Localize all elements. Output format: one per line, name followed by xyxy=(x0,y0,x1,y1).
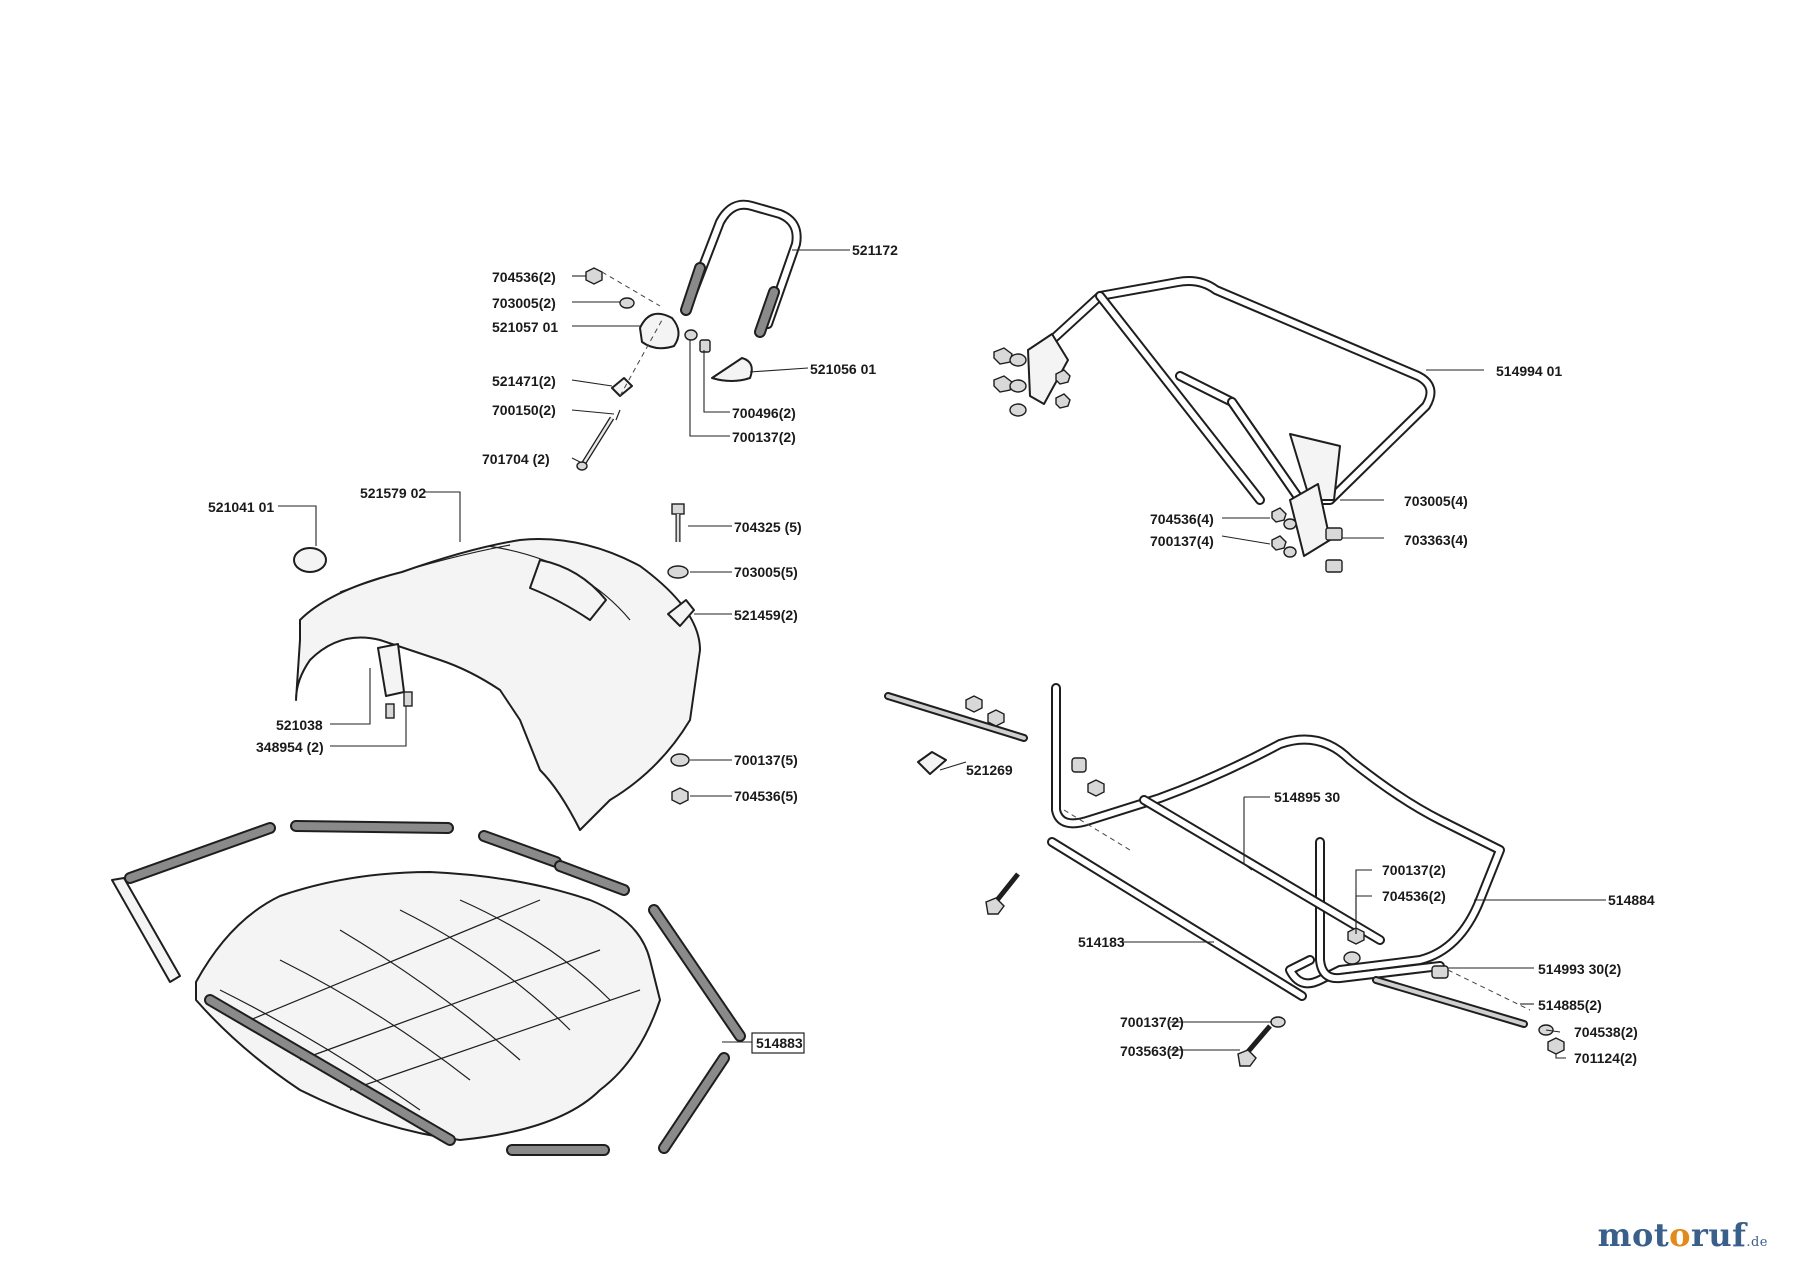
label-700137-5: 700137(5) xyxy=(734,752,798,768)
label-700137-2-bottom: 700137(2) xyxy=(1120,1014,1184,1030)
label-521056-01: 521056 01 xyxy=(810,361,876,377)
label-514884: 514884 xyxy=(1608,892,1655,908)
leaders-bottom-left xyxy=(722,1032,805,1054)
label-700137-2-top: 700137(2) xyxy=(732,429,796,445)
label-701704-2: 701704 (2) xyxy=(482,451,550,467)
grass-catcher xyxy=(111,820,746,1156)
label-701124-2: 701124(2) xyxy=(1574,1050,1637,1066)
label-700496-2: 700496(2) xyxy=(732,405,796,421)
label-700137-2-right: 700137(2) xyxy=(1382,862,1446,878)
motoruf-logo: motoruf.de xyxy=(1598,1216,1768,1254)
label-514993-30-2: 514993 30(2) xyxy=(1538,961,1621,977)
logo-tld: .de xyxy=(1746,1235,1768,1250)
label-704536-5: 704536(5) xyxy=(734,788,798,804)
label-521038: 521038 xyxy=(276,717,323,733)
leaders-top-center xyxy=(571,249,850,463)
label-514183: 514183 xyxy=(1078,934,1125,950)
catcher-frame xyxy=(884,683,1565,1067)
hood-hardware xyxy=(667,503,695,805)
label-704536-2: 704536(2) xyxy=(492,269,556,285)
label-521269: 521269 xyxy=(966,762,1013,778)
label-514994-01: 514994 01 xyxy=(1496,363,1562,379)
label-521041-01: 521041 01 xyxy=(208,499,274,515)
logo-text-part-1: mot xyxy=(1597,1216,1670,1254)
leaders-top-right xyxy=(1221,369,1484,545)
logo-text-part-3: ruf xyxy=(1690,1216,1747,1254)
label-514895-30: 514895 30 xyxy=(1274,789,1340,805)
label-521471-2: 521471(2) xyxy=(492,373,556,389)
label-521057-01: 521057 01 xyxy=(492,319,558,335)
label-521579-02: 521579 02 xyxy=(360,485,426,501)
leaders-bottom-right xyxy=(939,761,1606,1059)
label-514883: 514883 xyxy=(756,1035,803,1051)
engine-hood xyxy=(293,538,701,831)
main-handle-assembly xyxy=(993,276,1436,573)
label-703005-4: 703005(4) xyxy=(1404,493,1468,509)
label-348954-2: 348954 (2) xyxy=(256,739,324,755)
label-703005-5: 703005(5) xyxy=(734,564,798,580)
label-700137-4: 700137(4) xyxy=(1150,533,1214,549)
part-labels: 521172 704536(2) 703005(2) 521057 01 521… xyxy=(208,242,1655,1066)
label-703563-2: 703563(2) xyxy=(1120,1043,1184,1059)
label-700150-2: 700150(2) xyxy=(492,402,556,418)
label-521172: 521172 xyxy=(852,242,898,258)
logo-text-part-2: o xyxy=(1669,1216,1691,1254)
label-514885-2: 514885(2) xyxy=(1538,997,1602,1013)
label-704536-4: 704536(4) xyxy=(1150,511,1214,527)
label-704325-5: 704325 (5) xyxy=(734,519,802,535)
label-704536-2-right: 704536(2) xyxy=(1382,888,1446,904)
handle-bracket-assembly xyxy=(576,199,802,471)
leaders-middle-left xyxy=(278,491,732,797)
label-703363-4: 703363(4) xyxy=(1404,532,1468,548)
label-521459-2: 521459(2) xyxy=(734,607,798,623)
label-704538-2: 704538(2) xyxy=(1574,1024,1638,1040)
label-703005-2: 703005(2) xyxy=(492,295,556,311)
